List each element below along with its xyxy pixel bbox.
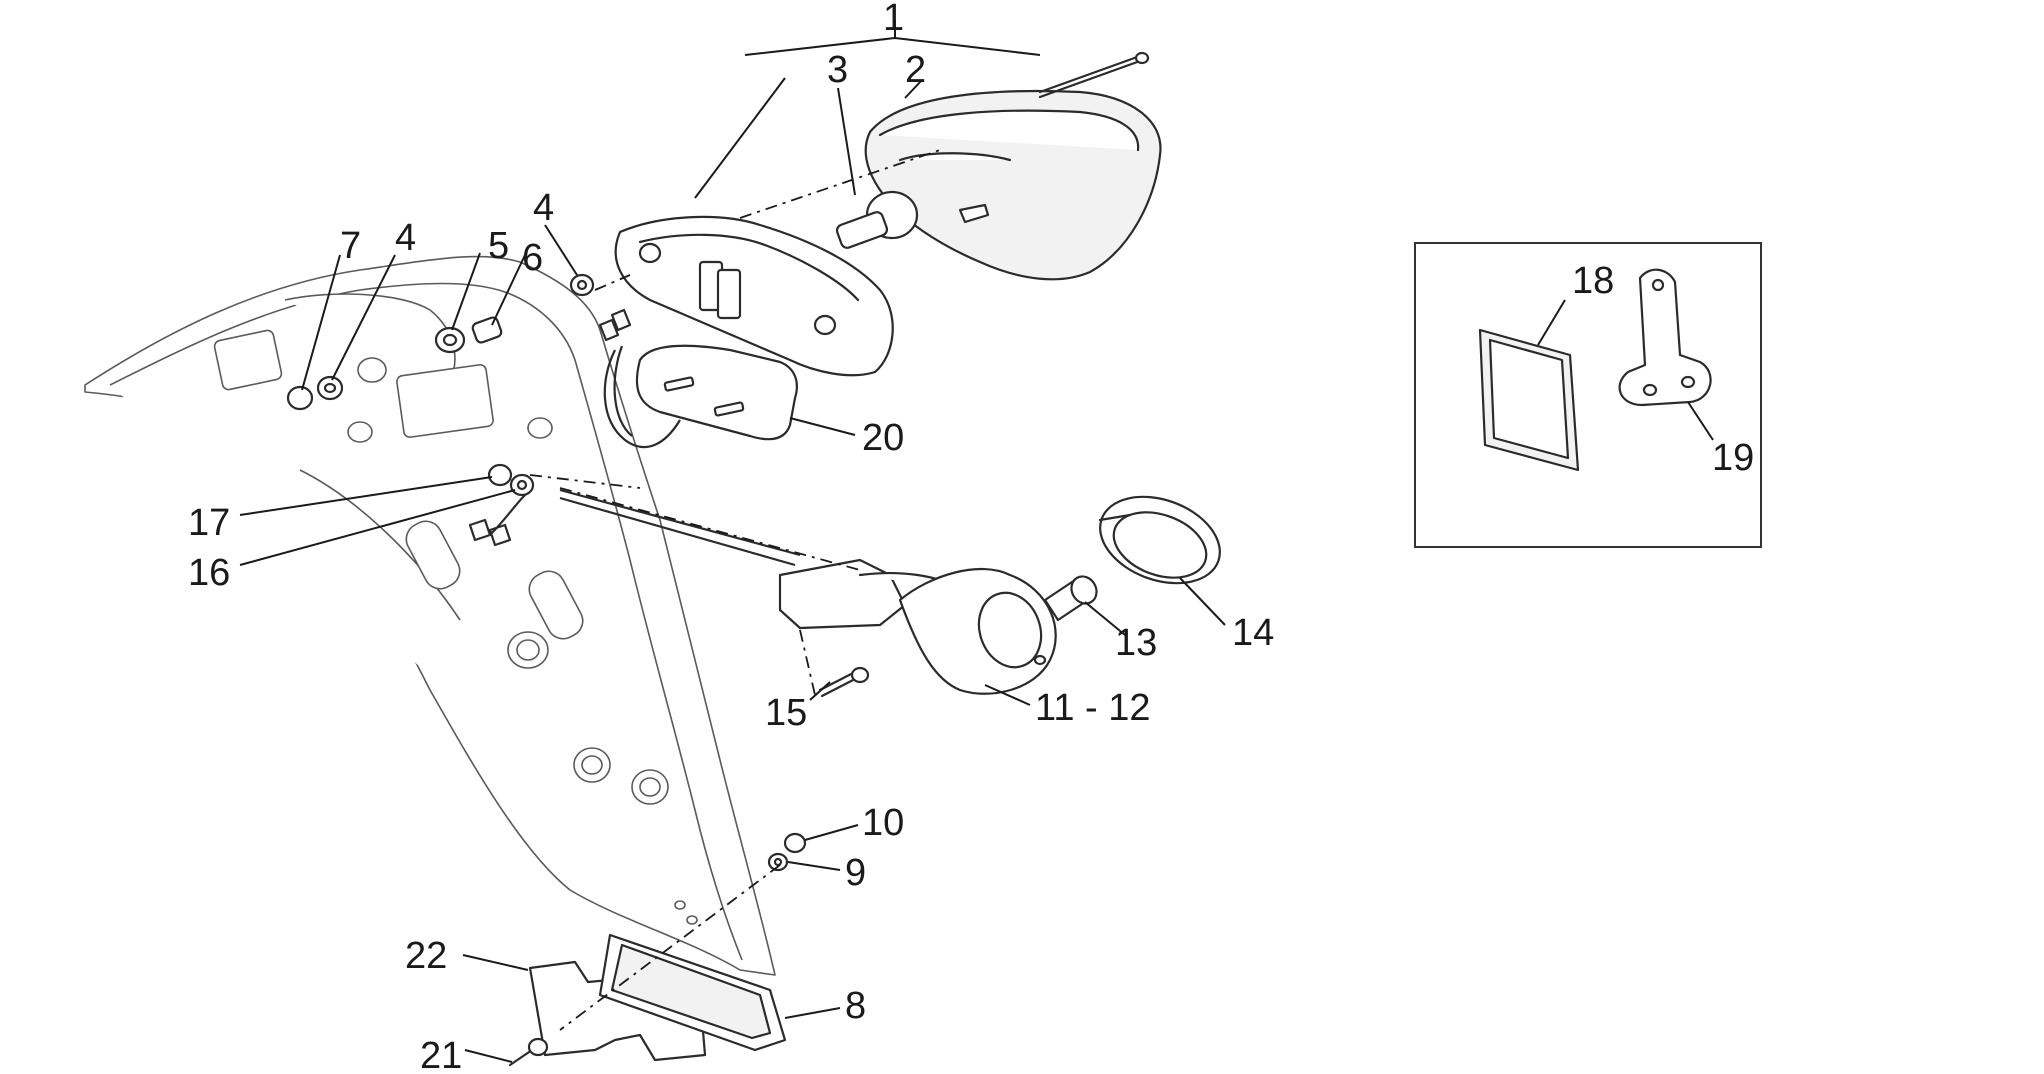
bulb <box>835 190 919 249</box>
callout-13: 13 <box>1115 622 1157 664</box>
callout-16: 16 <box>188 552 230 594</box>
callout-14: 14 <box>1232 612 1274 654</box>
nut-5 <box>434 326 466 354</box>
callout-4-right: 4 <box>533 187 554 229</box>
washer-16 <box>509 473 535 497</box>
callout-9: 9 <box>845 852 866 894</box>
washer-9 <box>767 852 789 872</box>
callout-7: 7 <box>340 225 361 267</box>
bulb-13 <box>1043 575 1098 622</box>
reflector-8 <box>598 933 787 1052</box>
tail-light-base <box>614 215 894 377</box>
callouts: 1 2 3 4 7 4 5 6 20 17 16 13 14 15 11 - 1… <box>188 0 1754 1074</box>
callout-1: 1 <box>883 0 904 39</box>
callout-3: 3 <box>827 49 848 91</box>
spacer-6 <box>471 316 503 344</box>
rear-fender <box>84 255 776 976</box>
inset-panel <box>1414 242 1762 548</box>
callout-8: 8 <box>845 985 866 1027</box>
turn-signal <box>559 488 1057 695</box>
reflector-18 <box>1478 328 1580 472</box>
callout-22: 22 <box>405 935 447 977</box>
bracket-19 <box>1618 268 1712 407</box>
nut-17 <box>487 463 513 487</box>
lens-ring-14 <box>1098 495 1221 585</box>
callout-4-left: 4 <box>395 217 416 259</box>
washer-4-left <box>316 375 344 401</box>
callout-6: 6 <box>522 237 543 279</box>
washer-4-right <box>569 273 595 297</box>
connectors <box>468 494 526 547</box>
leader-lines <box>239 20 1714 1063</box>
callout-2: 2 <box>905 49 926 91</box>
callout-5: 5 <box>488 225 509 267</box>
callout-11-12: 11 - 12 <box>1035 687 1150 729</box>
long-screw <box>1038 51 1150 99</box>
alignment-lines <box>529 149 941 1031</box>
callout-21: 21 <box>420 1035 462 1074</box>
callout-19: 19 <box>1712 437 1754 479</box>
nut-10 <box>783 832 807 854</box>
number-plate-light <box>598 308 798 449</box>
screw-21 <box>508 1037 549 1067</box>
callout-18: 18 <box>1572 260 1614 302</box>
nut-7 <box>286 385 314 411</box>
bracket-22 <box>528 960 707 1062</box>
callout-20: 20 <box>862 417 904 459</box>
tail-light-lens <box>864 89 1162 281</box>
callout-17: 17 <box>188 502 230 544</box>
callout-15: 15 <box>765 692 807 734</box>
callout-10: 10 <box>862 802 904 844</box>
screw-15 <box>818 666 870 698</box>
